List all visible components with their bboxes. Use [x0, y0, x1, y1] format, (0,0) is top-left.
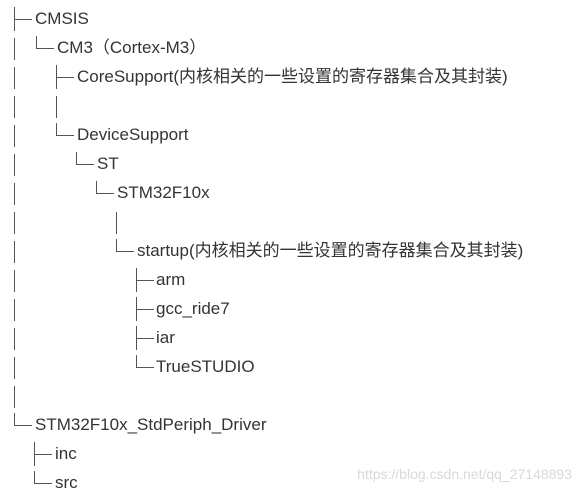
- tree-branch-connector: [56, 65, 74, 89]
- tree-branch-connector: [136, 268, 154, 292]
- tree-item-iar[interactable]: iar: [156, 328, 175, 347]
- tree-row: [0, 207, 586, 236]
- tree-item-truestudio[interactable]: TrueSTUDIO: [156, 357, 255, 376]
- tree-guide-line: [14, 125, 15, 147]
- tree-branch-connector: [116, 239, 134, 253]
- tree-item-arm[interactable]: arm: [156, 270, 186, 289]
- tree-row: [0, 91, 586, 120]
- tree-guide-line: [14, 212, 15, 234]
- tree-guide-line: [14, 357, 15, 379]
- tree-branch-connector: [14, 7, 32, 31]
- tree-branch-connector: [34, 442, 52, 466]
- tree-row: gcc_ride7: [0, 294, 586, 323]
- tree-item-devicesupport[interactable]: DeviceSupport: [77, 125, 189, 144]
- tree-row: inc: [0, 439, 586, 468]
- tree-item-cm3[interactable]: CM3（Cortex-M3）: [57, 38, 207, 57]
- tree-branch-connector: [96, 181, 114, 195]
- tree-branch-connector: [76, 152, 94, 166]
- tree-item-gcc-ride7[interactable]: gcc_ride7: [156, 299, 230, 318]
- tree-item-st[interactable]: ST: [97, 154, 119, 173]
- tree-branch-connector: [34, 471, 52, 485]
- tree-row: [0, 381, 586, 410]
- tree-row: src: [0, 468, 586, 497]
- tree-item-startup[interactable]: startup(内核相关的一些设置的寄存器集合及其封装): [137, 241, 524, 260]
- tree-guide-line: [14, 299, 15, 321]
- tree-row: iar: [0, 323, 586, 352]
- tree-guide-line: [14, 154, 15, 176]
- tree-row: CM3（Cortex-M3）: [0, 33, 586, 62]
- tree-item-inc[interactable]: inc: [55, 444, 77, 463]
- tree-row: STM32F10x: [0, 178, 586, 207]
- tree-guide-line: [56, 96, 57, 118]
- tree-branch-connector: [136, 326, 154, 350]
- watermark: https://blog.csdn.net/qq_27148893: [357, 466, 572, 482]
- tree-item-stm32f10x[interactable]: STM32F10x: [117, 183, 210, 202]
- tree-branch-connector: [36, 36, 54, 50]
- tree-guide-line: [14, 328, 15, 350]
- tree-row: TrueSTUDIO: [0, 352, 586, 381]
- tree-guide-line: [116, 212, 117, 234]
- tree-guide-line: [14, 96, 15, 118]
- tree-branch-connector: [136, 297, 154, 321]
- tree-guide-line: [14, 241, 15, 263]
- tree-guide-line: [14, 386, 15, 408]
- tree-guide-line: [14, 183, 15, 205]
- tree-branch-connector: [136, 355, 154, 369]
- tree-guide-line: [14, 270, 15, 292]
- tree-row: CoreSupport(内核相关的一些设置的寄存器集合及其封装): [0, 62, 586, 91]
- tree-item-cmsis[interactable]: CMSIS: [35, 9, 89, 28]
- tree-row: STM32F10x_StdPeriph_Driver: [0, 410, 586, 439]
- tree-branch-connector: [14, 413, 32, 427]
- tree-branch-connector: [56, 123, 74, 137]
- tree-row: arm: [0, 265, 586, 294]
- tree-item-stdperiph-driver[interactable]: STM32F10x_StdPeriph_Driver: [35, 415, 267, 434]
- tree-row: DeviceSupport: [0, 120, 586, 149]
- tree-row: startup(内核相关的一些设置的寄存器集合及其封装): [0, 236, 586, 265]
- tree-row: ST: [0, 149, 586, 178]
- tree-row: CMSIS: [0, 4, 586, 33]
- tree-guide-line: [14, 67, 15, 89]
- tree-item-coresupport[interactable]: CoreSupport(内核相关的一些设置的寄存器集合及其封装): [77, 67, 508, 86]
- tree-guide-line: [14, 38, 15, 60]
- tree-item-src[interactable]: src: [55, 473, 78, 492]
